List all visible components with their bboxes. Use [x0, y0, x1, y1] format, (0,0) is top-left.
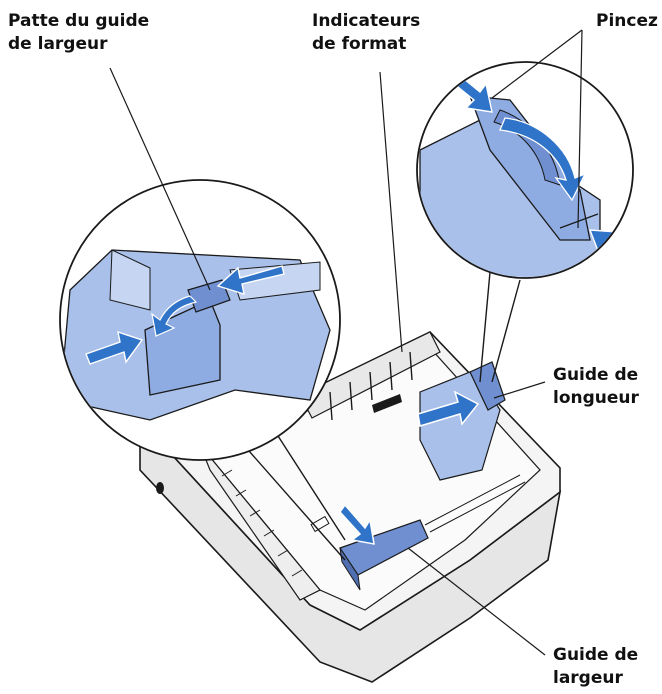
- leader-squeeze-1: [491, 29, 583, 99]
- leader-width-guide: [407, 547, 546, 656]
- label-squeeze-line1: Pincez: [596, 11, 658, 31]
- tray-handle: [156, 482, 164, 494]
- tab-curved-arrow: [151, 295, 198, 337]
- label-length-guide-line2: longueur: [553, 388, 639, 408]
- size-indicator-slots: [329, 351, 413, 421]
- squeeze-curved-arrow: [499, 117, 587, 202]
- tray-ribs: [221, 469, 303, 577]
- width-guide-tab-callout: [59, 179, 341, 461]
- tab-side-arrow: [85, 330, 144, 365]
- length-guide-clip: [469, 361, 506, 411]
- size-indicator-mark: [372, 394, 402, 413]
- label-width-guide-tab-line2: de largeur: [8, 34, 108, 54]
- leader-size-indicators: [379, 71, 403, 353]
- label-width-guide-tab-line1: Patte du guide: [8, 11, 150, 31]
- length-guide-lever: [469, 95, 591, 241]
- squeeze-callout: [416, 61, 634, 279]
- label-length-guide-line1: Guide de: [553, 365, 639, 385]
- label-squeeze: Pincez: [596, 10, 658, 33]
- leader-squeeze-2: [577, 29, 583, 229]
- width-arrow: [339, 503, 375, 545]
- label-size-indicators: Indicateurs de format: [312, 10, 420, 56]
- tray-left-wall: [199, 444, 321, 601]
- label-width-guide-line1: Guide de: [553, 645, 639, 665]
- label-width-guide-tab: Patte du guide de largeur: [8, 10, 149, 56]
- tab-push-arrow: [216, 265, 285, 296]
- label-length-guide: Guide de longueur: [553, 364, 639, 410]
- label-width-guide-line2: largeur: [553, 668, 623, 688]
- floor-slot: [310, 515, 330, 533]
- floor-line-2: [429, 481, 526, 533]
- label-size-indicators-line1: Indicateurs: [312, 11, 421, 31]
- label-size-indicators-line2: de format: [312, 34, 407, 54]
- leader-lines: [109, 29, 583, 656]
- floor-line: [424, 474, 521, 526]
- label-width-guide: Guide de largeur: [553, 644, 638, 690]
- width-guide-side: [339, 547, 361, 591]
- paper-tray: [138, 331, 562, 683]
- leader-length-guide: [493, 381, 546, 399]
- leader-width-guide-tab: [109, 67, 211, 291]
- length-arrow: [417, 390, 480, 427]
